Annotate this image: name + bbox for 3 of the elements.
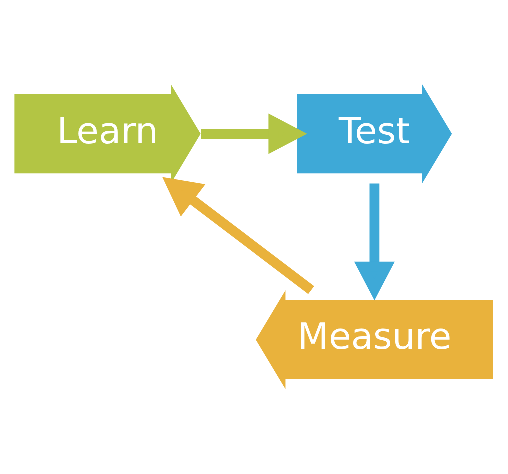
arrow	[201, 114, 308, 154]
arrow	[354, 184, 395, 301]
arrow	[162, 177, 314, 294]
